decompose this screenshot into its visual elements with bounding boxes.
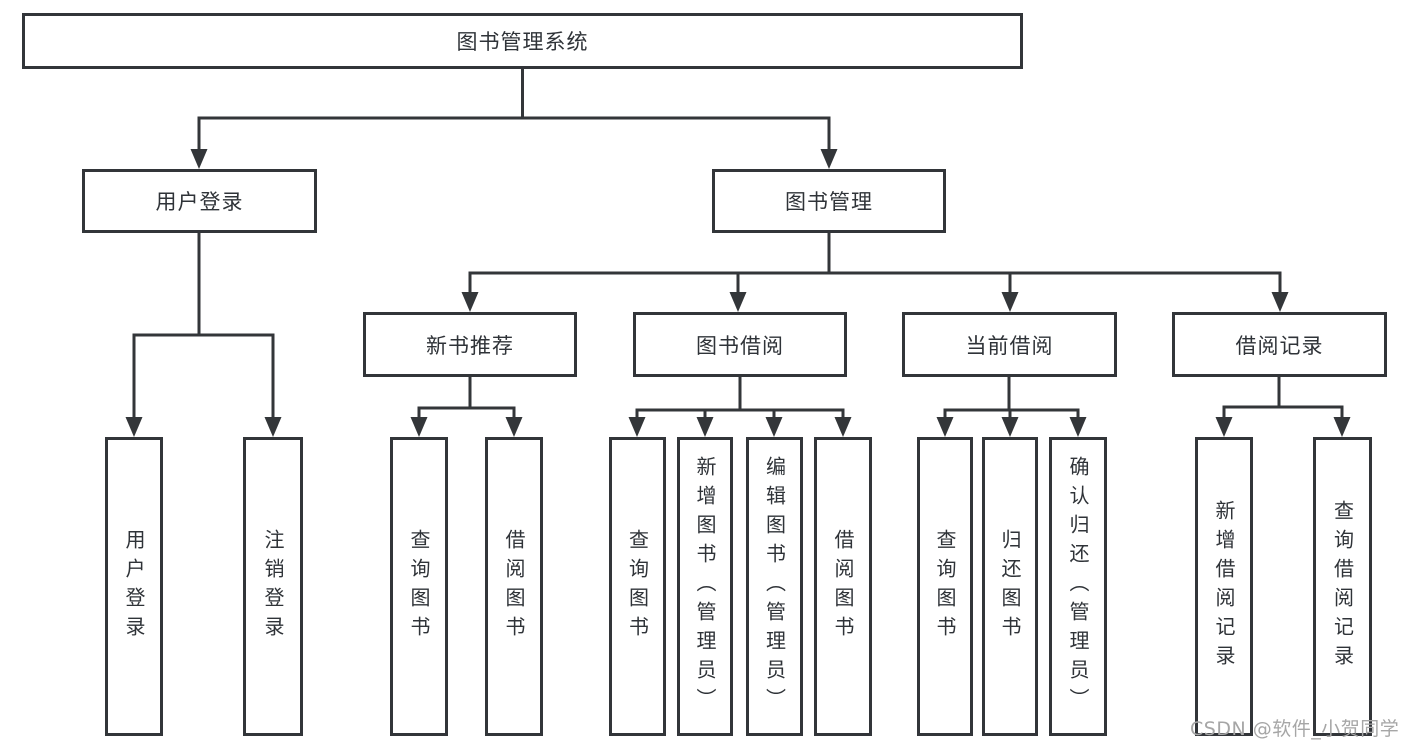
leaf-query-book-3: 查询图书 (917, 437, 973, 736)
node-root: 图书管理系统 (22, 13, 1023, 69)
edge-book-mgmt-path (468, 233, 1282, 294)
leaf-query-borrow-record-label: 查询借阅记录 (1330, 499, 1355, 674)
arrow-down-icon (1001, 292, 1019, 312)
leaf-add-book-label: 新增图书（管理员） (693, 456, 717, 717)
arrow-down-icon (1215, 417, 1233, 437)
edge-new-rec-path (417, 377, 516, 419)
leaf-query-borrow-record: 查询借阅记录 (1313, 437, 1372, 736)
leaf-return-book: 归还图书 (982, 437, 1038, 736)
node-borrow-record: 借阅记录 (1172, 312, 1387, 377)
leaf-add-borrow-record: 新增借阅记录 (1195, 437, 1253, 736)
arrow-down-icon (729, 292, 747, 312)
edge-book-borrow-path (635, 377, 845, 419)
edge-user-login-fanout (125, 233, 282, 437)
node-borrow-record-label: 借阅记录 (1235, 333, 1324, 358)
edge-borrow-record-path (1222, 377, 1344, 419)
arrow-down-icon (264, 417, 282, 437)
arrow-down-icon (936, 417, 954, 437)
arrow-down-icon (834, 417, 852, 437)
csdn-watermark: CSDN @软件_小贺同学 (1190, 718, 1400, 740)
node-book-mgmt: 图书管理 (712, 169, 946, 233)
arrow-down-icon (1333, 417, 1351, 437)
node-new-book-rec-label: 新书推荐 (426, 333, 514, 358)
leaf-logout-label: 注销登录 (261, 528, 285, 645)
leaf-confirm-return-label: 确认归还（管理员） (1066, 456, 1090, 717)
edge-user-login-path (132, 233, 275, 419)
arrow-down-icon (696, 417, 714, 437)
edge-book-mgmt-fanout (461, 233, 1289, 312)
leaf-query-book-1-label: 查询图书 (407, 528, 431, 645)
node-current-borrow: 当前借阅 (902, 312, 1117, 377)
edge-current-borrow-path (943, 377, 1080, 419)
arrow-down-icon (125, 417, 143, 437)
arrow-down-icon (505, 417, 523, 437)
leaf-query-book-2-label: 查询图书 (625, 528, 650, 645)
leaf-user-login: 用户登录 (105, 437, 163, 736)
node-new-book-rec: 新书推荐 (363, 312, 577, 377)
node-book-borrow-label: 图书借阅 (696, 333, 784, 358)
edge-new-rec-fanout (410, 377, 523, 437)
leaf-edit-book: 编辑图书（管理员） (746, 437, 803, 736)
leaf-borrow-book-2: 借阅图书 (814, 437, 872, 736)
arrow-down-icon (765, 417, 783, 437)
node-book-mgmt-label: 图书管理 (785, 190, 873, 214)
arrow-down-icon (461, 292, 479, 312)
arrow-down-icon (628, 417, 646, 437)
leaf-query-book-2: 查询图书 (609, 437, 666, 736)
arrow-down-icon (1001, 417, 1019, 437)
edge-root-path (197, 69, 831, 151)
arrow-down-icon (410, 417, 428, 437)
node-user-login: 用户登录 (82, 169, 317, 233)
edge-root-fanout (190, 69, 838, 169)
leaf-logout: 注销登录 (243, 437, 303, 736)
edge-current-borrow-fanout (936, 377, 1087, 437)
leaf-query-book-1: 查询图书 (390, 437, 448, 736)
arrow-down-icon (190, 149, 208, 169)
leaf-borrow-book-1: 借阅图书 (485, 437, 543, 736)
edge-borrow-record-fanout (1215, 377, 1351, 437)
arrow-down-icon (1271, 292, 1289, 312)
leaf-borrow-book-2-label: 借阅图书 (831, 528, 855, 645)
leaf-edit-book-label: 编辑图书（管理员） (762, 456, 787, 717)
leaf-query-book-3-label: 查询图书 (933, 528, 957, 645)
node-book-borrow: 图书借阅 (633, 312, 847, 377)
leaf-borrow-book-1-label: 借阅图书 (502, 528, 526, 645)
node-user-login-label: 用户登录 (155, 190, 244, 214)
leaf-return-book-label: 归还图书 (998, 528, 1022, 645)
node-current-borrow-label: 当前借阅 (965, 333, 1054, 358)
edge-book-borrow-fanout (628, 377, 852, 437)
arrow-down-icon (820, 149, 838, 169)
leaf-user-login-label: 用户登录 (122, 528, 146, 645)
node-root-label: 图书管理系统 (456, 30, 589, 54)
leaf-confirm-return: 确认归还（管理员） (1049, 437, 1107, 736)
leaf-add-book: 新增图书（管理员） (677, 437, 733, 736)
leaf-add-borrow-record-label: 新增借阅记录 (1212, 499, 1236, 674)
arrow-down-icon (1069, 417, 1087, 437)
